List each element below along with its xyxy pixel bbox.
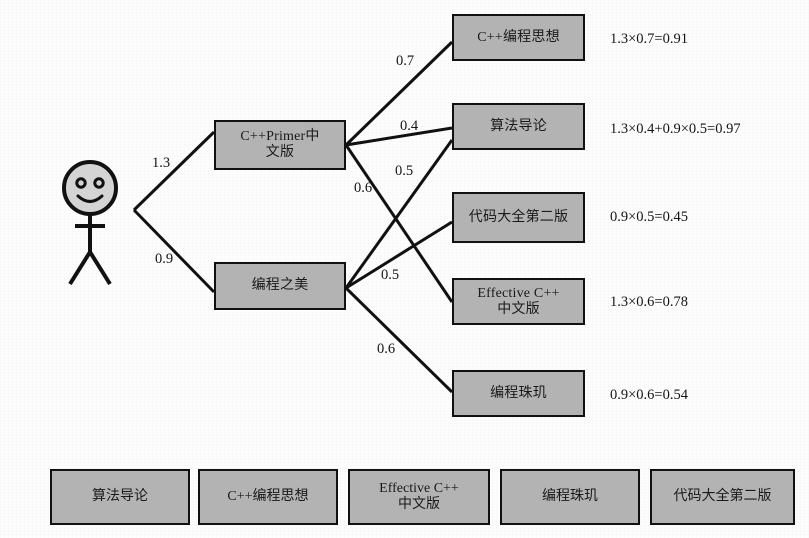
ranked-result-1[interactable]: 算法导论: [50, 469, 190, 525]
edge-weight-actor-cpp-primer: 1.3: [152, 155, 171, 171]
edge-weight-cpp-primer-cpp-sixiang: 0.7: [396, 53, 415, 69]
ranked-result-2[interactable]: C++编程思想: [198, 469, 338, 525]
ranked-result-3[interactable]: Effective C++ 中文版: [348, 469, 490, 525]
edge-cpp-primer-to-effective-cpp: [344, 144, 454, 303]
ranked-result-5[interactable]: 代码大全第二版: [650, 469, 795, 525]
edge-bianchengzhimei-to-daima-daquan: [345, 220, 453, 290]
formula-effective-cpp: 1.3×0.6=0.78: [610, 294, 688, 310]
stick-figure-leg-left: [68, 250, 92, 286]
user-stick-figure: [62, 160, 118, 286]
node-bianchengzhimei[interactable]: 编程之美: [214, 262, 346, 310]
node-effective-cpp[interactable]: Effective C++ 中文版: [452, 278, 585, 325]
formula-suanfa-daolun: 1.3×0.4+0.9×0.5=0.97: [610, 121, 741, 137]
formula-biancheng-zhuji: 0.9×0.6=0.54: [610, 387, 688, 403]
edge-actor-to-cpp-primer: [132, 130, 216, 212]
stick-figure-eye-left: [75, 177, 87, 189]
edge-bianchengzhimei-to-suanfa-daolun: [344, 139, 454, 289]
edge-weight-bianchengzhimei-biancheng-zhuji: 0.6: [377, 341, 396, 357]
node-cpp-sixiang[interactable]: C++编程思想: [452, 14, 585, 61]
edge-weight-actor-bianchengzhimei: 0.9: [155, 251, 174, 267]
edge-bianchengzhimei-to-biancheng-zhuji: [344, 286, 454, 394]
edge-actor-to-bianchengzhimei: [132, 208, 216, 294]
ranked-result-4[interactable]: 编程珠玑: [500, 469, 640, 525]
formula-cpp-sixiang: 1.3×0.7=0.91: [610, 31, 688, 47]
edge-weight-cpp-primer-suanfa-daolun: 0.4: [400, 118, 419, 134]
node-daima-daquan[interactable]: 代码大全第二版: [452, 192, 585, 243]
stick-figure-head: [62, 160, 118, 216]
node-suanfa-daolun[interactable]: 算法导论: [452, 103, 585, 150]
edge-cpp-primer-to-cpp-sixiang: [344, 40, 454, 147]
formula-daima-daquan: 0.9×0.5=0.45: [610, 209, 688, 225]
edge-cpp-primer-to-suanfa-daolun: [345, 126, 453, 147]
edge-weight-bianchengzhimei-daima-daquan: 0.5: [381, 267, 400, 283]
node-cpp-primer[interactable]: C++Primer中 文版: [214, 120, 346, 170]
node-biancheng-zhuji[interactable]: 编程珠玑: [452, 370, 585, 417]
edge-weight-bianchengzhimei-suanfa-daolun: 0.5: [395, 163, 414, 179]
edge-weight-cpp-primer-effective-cpp: 0.6: [354, 180, 373, 196]
stick-figure-smile: [76, 194, 104, 203]
stick-figure-leg-right: [88, 250, 112, 286]
stick-figure-eye-right: [93, 177, 105, 189]
